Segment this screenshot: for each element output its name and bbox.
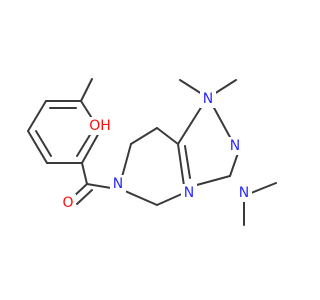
bond-25 bbox=[27, 130, 48, 164]
atom-o-carbonyl: O bbox=[60, 194, 76, 212]
bond-6 bbox=[184, 145, 191, 179]
atom-label-hydroxyl: OH bbox=[89, 118, 111, 134]
bond-21 bbox=[81, 130, 101, 164]
atom-label-n-pyrimidine-bottom: N bbox=[184, 185, 194, 201]
bond-layer bbox=[27, 78, 277, 226]
bond-30 bbox=[80, 78, 93, 102]
atom-n-ring-piperidine: N bbox=[110, 175, 126, 193]
bond-4 bbox=[212, 105, 232, 140]
atom-label-n-pyrimidine-right: N bbox=[230, 138, 240, 154]
atom-label-n-dimethylamino-bottom: N bbox=[239, 185, 249, 201]
molecule-diagram: N N N N N O OH bbox=[27, 78, 277, 226]
atom-n-ring-pyrimidine-bottom: N bbox=[181, 184, 197, 202]
atom-label-n-dimethylamino-top: N bbox=[203, 91, 213, 107]
bond-17 bbox=[86, 183, 112, 189]
bond-1 bbox=[177, 143, 185, 187]
bond-3 bbox=[229, 152, 239, 177]
bond-20 bbox=[81, 162, 88, 185]
bond-0 bbox=[177, 105, 203, 145]
bond-19 bbox=[76, 189, 93, 205]
bond-24 bbox=[27, 100, 47, 132]
bond-12 bbox=[156, 127, 179, 145]
atom-n-methyl-amine-bottom: N bbox=[236, 184, 252, 202]
bond-13 bbox=[130, 127, 158, 145]
atom-label-n-piperidine: N bbox=[113, 176, 123, 192]
bond-16 bbox=[156, 192, 185, 206]
atom-label-o-carbonyl: O bbox=[62, 195, 73, 211]
bond-10 bbox=[250, 182, 277, 194]
atom-n-methyl-amine-top: N bbox=[200, 90, 216, 108]
bond-29 bbox=[35, 130, 52, 157]
bond-15 bbox=[124, 190, 158, 206]
atom-oh-hydroxyl: OH bbox=[87, 117, 113, 135]
atom-label-layer: N N N N N O OH bbox=[60, 90, 252, 212]
bond-14 bbox=[121, 143, 132, 178]
structure-svg: N N N N N O OH bbox=[27, 78, 277, 226]
bond-8 bbox=[179, 79, 203, 95]
atom-n-ring-pyrimidine-right: N bbox=[227, 137, 243, 155]
bond-2 bbox=[192, 175, 231, 187]
bond-9 bbox=[213, 79, 237, 95]
